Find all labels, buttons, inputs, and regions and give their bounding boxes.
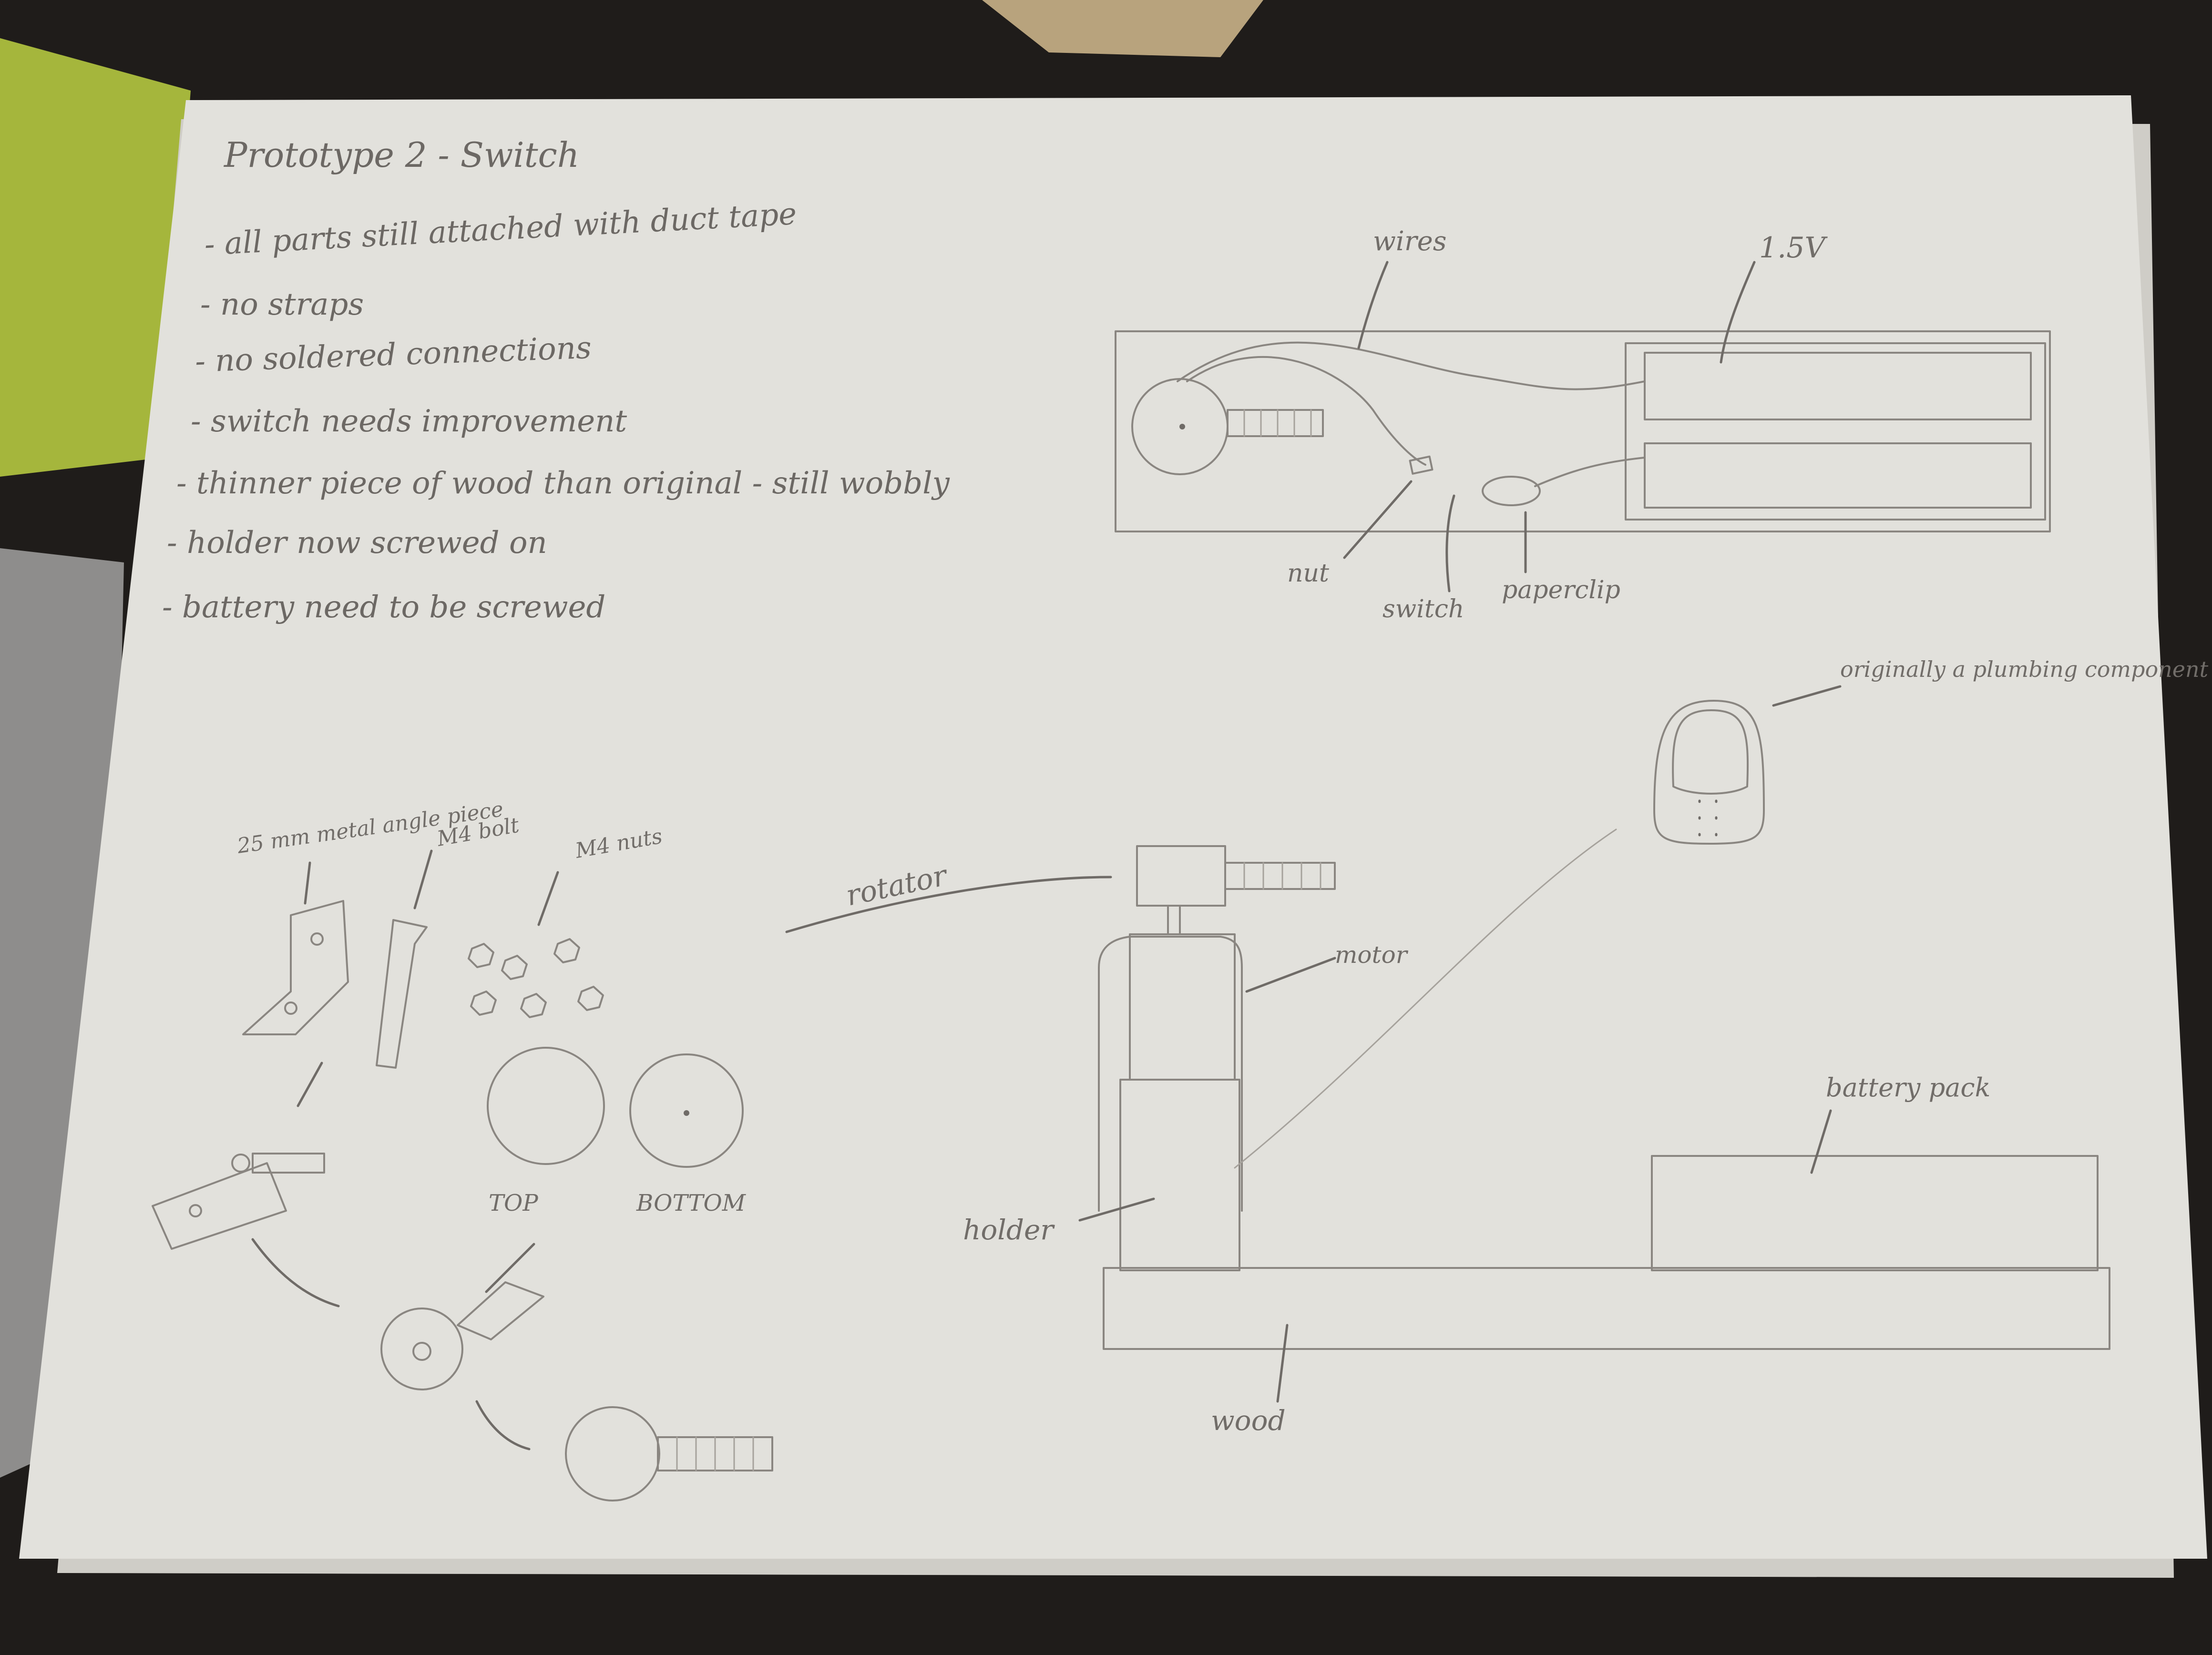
center-dot <box>1179 424 1185 429</box>
voltage-label: 1.5V <box>1759 231 1828 265</box>
bracket-leader <box>304 861 311 905</box>
battery-compartment <box>1625 342 2046 521</box>
bolt <box>376 919 428 1069</box>
notes-title: Prototype 2 - Switch <box>223 135 579 175</box>
nut-shape <box>468 943 494 968</box>
assembled-center <box>412 1342 431 1361</box>
top-label: TOP <box>489 1190 538 1216</box>
board-outline <box>1115 330 2051 532</box>
top-view-diagram: wires 1.5V nut switch paperclip <box>1115 226 2051 623</box>
battery-pack-label: battery pack <box>1826 1073 1990 1103</box>
assembled-disc <box>380 1308 463 1390</box>
battery-leader <box>1810 1109 1832 1174</box>
angle-bracket <box>242 900 349 1035</box>
disc-top <box>487 1047 605 1165</box>
orange-folder-corner <box>982 0 1263 57</box>
nut-label: nut <box>1287 559 1329 588</box>
assembly-arrow <box>485 1243 535 1293</box>
motor-label: motor <box>1335 941 1409 969</box>
nut-shape <box>470 991 497 1016</box>
nut-leader <box>1343 480 1413 559</box>
battery-top <box>1644 352 2032 420</box>
assembly-arrow <box>475 1400 531 1451</box>
switch-leader <box>1445 494 1455 593</box>
holder-label: holder <box>963 1214 1055 1246</box>
coupler <box>1167 905 1181 935</box>
motor-leader <box>1245 957 1336 993</box>
nut-shape <box>577 986 604 1011</box>
nut-shape <box>553 938 580 963</box>
wood-label: wood <box>1211 1404 1286 1437</box>
bolt-threads <box>1243 409 1312 437</box>
final-rotator <box>565 1406 660 1502</box>
nut-shape <box>501 955 528 980</box>
plumbing-component <box>1653 700 1765 845</box>
note-line: - holder now screwed on <box>167 525 547 561</box>
wires-leader <box>1357 261 1389 349</box>
wires-label: wires <box>1373 226 1447 257</box>
bottom-label: BOTTOM <box>636 1190 747 1216</box>
nut-shape <box>520 993 547 1018</box>
note-line: - no straps <box>200 287 364 322</box>
switch-label: switch <box>1382 595 1464 623</box>
green-folder <box>0 38 191 477</box>
shaft-threads <box>1243 862 1321 890</box>
voltage-leader <box>1720 261 1756 364</box>
assembly-thread <box>252 1153 325 1174</box>
bracket-hole <box>284 1001 297 1015</box>
wood-base <box>1103 1267 2110 1350</box>
paperclip <box>1482 476 1541 506</box>
rotator-shaft <box>1224 862 1336 890</box>
battery-bottom <box>1644 442 2032 509</box>
wire <box>1177 341 1646 390</box>
note-line: - battery need to be screwed <box>162 590 605 625</box>
assembly-arrow <box>251 1238 340 1308</box>
plumbing-dots <box>1698 799 1718 837</box>
plumbing-opening <box>1672 709 1749 795</box>
assembly-arrow <box>297 1062 323 1107</box>
bracket-hole <box>310 932 324 946</box>
plumbing-curve <box>1234 828 1617 1169</box>
assembled-bracket <box>457 1281 544 1340</box>
holder-block <box>1119 1079 1240 1271</box>
wire <box>1534 457 1646 487</box>
nut <box>1409 455 1434 475</box>
assembly-piece <box>152 1162 287 1250</box>
holder-leader <box>1078 1197 1155 1222</box>
paperclip-label: paperclip <box>1502 576 1620 604</box>
note-line: - switch needs improvement <box>191 404 627 439</box>
final-threads <box>676 1436 754 1471</box>
assembly-disc <box>231 1154 250 1173</box>
wood-leader <box>1276 1324 1289 1403</box>
disc-bottom <box>629 1053 744 1168</box>
rotator-leader <box>785 876 1112 933</box>
nuts-leader <box>537 871 559 926</box>
bolt-leader <box>413 849 433 909</box>
plumbing-leader <box>1772 685 1842 707</box>
note-line: - thinner piece of wood than original - … <box>176 466 950 501</box>
plumbing-label-1: originally a plumbing component <box>1840 656 2209 682</box>
assembly-hole <box>189 1204 202 1217</box>
wire <box>1186 356 1426 466</box>
notes-block: Prototype 2 - Switch - all parts still a… <box>162 135 950 625</box>
paper-sheet <box>19 95 2207 1559</box>
rotator-bolt <box>1227 409 1324 437</box>
disc-center <box>684 1110 689 1116</box>
battery-pack-box <box>1651 1155 2099 1271</box>
